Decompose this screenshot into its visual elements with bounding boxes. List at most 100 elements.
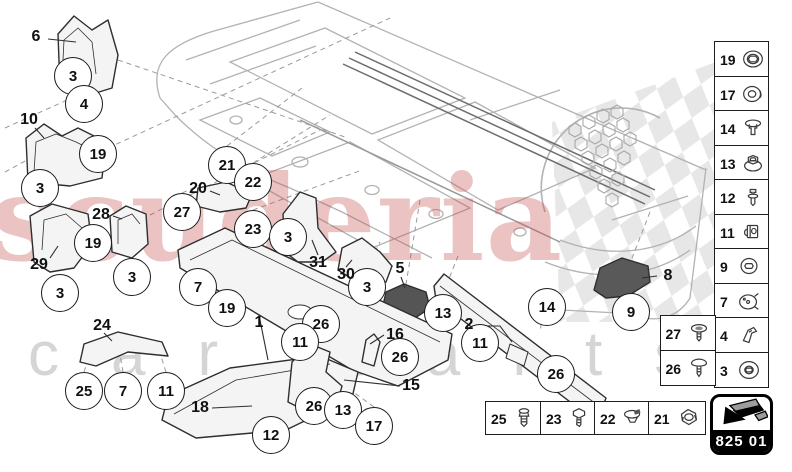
part-number-label[interactable]: 16	[386, 326, 404, 343]
part-balloon-number: 7	[118, 382, 128, 400]
legend-cell-part-14[interactable]: 14	[714, 110, 769, 146]
legend-part-number: 21	[654, 410, 670, 427]
legend-part-number: 19	[720, 52, 736, 68]
part-balloon[interactable]: 13	[424, 294, 462, 332]
part-balloon[interactable]: 19	[79, 135, 117, 173]
part-balloon-number: 11	[472, 334, 488, 352]
legend-cell-part-27[interactable]: 27	[659, 315, 716, 351]
nut-washer-icon	[738, 45, 768, 73]
part-balloon-number: 26	[391, 348, 409, 366]
part-balloon-number: 3	[35, 179, 45, 197]
part-number-label[interactable]: 28	[92, 206, 110, 223]
legend-part-number: 7	[720, 293, 728, 310]
part-number-label[interactable]: 31	[309, 254, 327, 271]
part-balloon[interactable]: 3	[269, 218, 307, 256]
legend-cell-part-22[interactable]: 22	[594, 401, 649, 435]
honeycomb-grille	[568, 104, 637, 208]
legend-cell-part-17[interactable]: 17	[714, 75, 769, 112]
part-balloon[interactable]: 22	[234, 163, 272, 201]
part-balloon[interactable]: 4	[65, 85, 103, 123]
part-balloon-number: 26	[547, 365, 565, 383]
expander-pin-icon	[738, 183, 768, 211]
part-balloon[interactable]: 26	[537, 355, 575, 393]
grommet-icon	[738, 80, 768, 108]
legend-cell-part-19[interactable]: 19	[714, 41, 769, 77]
part-balloon[interactable]: 11	[147, 372, 185, 410]
legend-cell-part-4[interactable]: 4	[714, 317, 769, 353]
legend-part-number: 17	[720, 86, 736, 103]
part-number-label[interactable]: 30	[337, 266, 355, 283]
checkered-flag-backdrop	[552, 62, 716, 322]
legend-part-number: 3	[720, 362, 728, 379]
part-number-label[interactable]: 8	[663, 267, 673, 284]
part-number-label[interactable]: 2	[464, 316, 474, 333]
part-balloon-number: 13	[334, 401, 352, 419]
part-balloon-number: 3	[127, 268, 137, 286]
part-balloon[interactable]: 3	[113, 258, 151, 296]
legend-cell-part-12[interactable]: 12	[714, 179, 769, 215]
push-rivet-icon	[738, 114, 768, 142]
part-number-label[interactable]: 20	[189, 180, 207, 197]
hex-nut-icon	[672, 404, 705, 432]
legend-part-number: 25	[491, 410, 507, 427]
expanding-rivet-icon	[509, 404, 540, 432]
legend-part-number: 26	[665, 361, 682, 377]
part-balloon[interactable]: 14	[528, 288, 566, 326]
legend-cell-part-13[interactable]: 13	[714, 144, 769, 181]
part-balloon[interactable]: 17	[355, 407, 393, 445]
section-code: 825 01	[713, 430, 770, 452]
legend-part-number: 11	[720, 224, 735, 241]
legend-part-number: 9	[720, 259, 728, 275]
legend-cell-part-3[interactable]: 3	[714, 351, 769, 388]
part-balloon-number: 21	[218, 156, 236, 174]
arrow-icon	[713, 397, 770, 430]
part-balloon-number: 12	[262, 426, 280, 444]
legend-cell-part-25[interactable]: 25	[485, 401, 541, 435]
part-balloon[interactable]: 23	[234, 210, 272, 248]
section-badge[interactable]: 825 01	[710, 394, 773, 455]
part-balloon-number: 14	[538, 298, 556, 316]
part-balloon[interactable]: 19	[74, 224, 112, 262]
part-number-label[interactable]: 6	[31, 28, 41, 45]
part-balloon-number: 17	[365, 417, 383, 435]
part-balloon[interactable]: 7	[104, 372, 142, 410]
legend-cell-part-7[interactable]: 7	[714, 282, 769, 319]
large-washer-icon	[730, 356, 768, 384]
part-balloon-number: 19	[84, 234, 102, 252]
bracket-clip-icon	[730, 321, 768, 349]
part-number-label[interactable]: 18	[191, 399, 209, 416]
legend-cell-part-11[interactable]: 11	[714, 213, 769, 250]
screw-icon	[683, 354, 714, 382]
part-balloon-number: 3	[55, 284, 65, 302]
screw-grommet-icon	[683, 319, 714, 347]
legend-part-number: 23	[546, 410, 562, 427]
part-balloon[interactable]: 19	[208, 289, 246, 327]
legend-part-number: 27	[665, 326, 682, 342]
part-number-label[interactable]: 10	[20, 111, 38, 128]
part-number-label[interactable]: 1	[254, 314, 264, 331]
flange-nut-icon	[738, 149, 768, 177]
part-number-label[interactable]: 15	[402, 377, 420, 394]
washer-nut-icon	[730, 252, 768, 280]
legend-cell-part-9[interactable]: 9	[714, 248, 769, 284]
legend-part-number: 14	[720, 121, 736, 137]
legend-part-number: 12	[720, 190, 736, 206]
legend-cell-part-21[interactable]: 21	[648, 401, 706, 435]
part-balloon[interactable]: 3	[21, 169, 59, 207]
part-number-label[interactable]: 5	[395, 260, 405, 277]
legend-cell-part-26[interactable]: 26	[659, 350, 716, 386]
part-balloon[interactable]: 27	[163, 193, 201, 231]
part-balloon-number: 19	[89, 145, 107, 163]
legend-cell-part-23[interactable]: 23	[540, 401, 595, 435]
part-number-label[interactable]: 29	[30, 256, 48, 273]
part-balloon-number: 3	[283, 228, 293, 246]
part-balloon[interactable]: 12	[252, 416, 290, 454]
part-balloon[interactable]: 11	[281, 323, 319, 361]
part-number-label[interactable]: 24	[93, 317, 111, 334]
part-balloon[interactable]: 9	[612, 293, 650, 331]
part-balloon[interactable]: 3	[41, 274, 79, 312]
part-balloon-number: 23	[244, 220, 262, 238]
legend-part-number: 22	[600, 410, 616, 427]
legend-part-number: 13	[720, 155, 736, 172]
part-balloon[interactable]: 25	[65, 372, 103, 410]
